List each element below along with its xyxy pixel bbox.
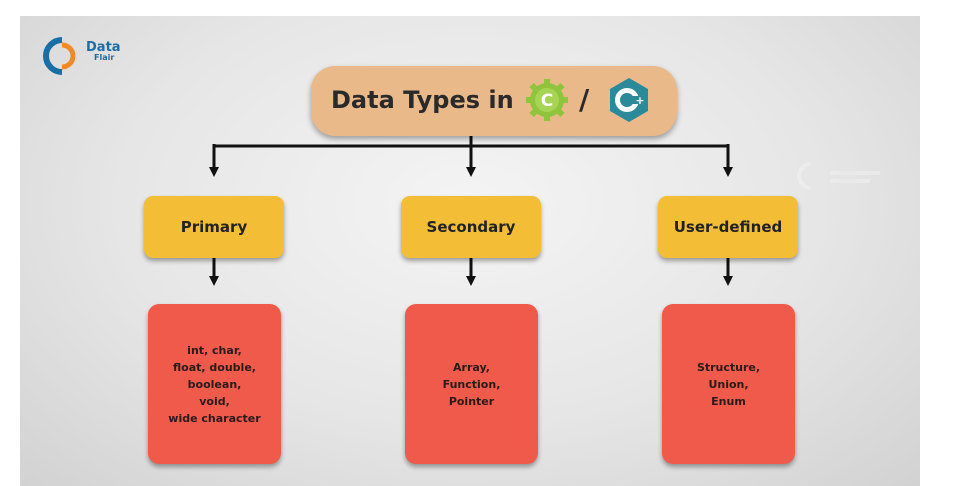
- primary-type-item: float, double,: [173, 360, 256, 374]
- connector-lines: [209, 136, 733, 286]
- secondary-type-item: Array,: [453, 360, 490, 374]
- user-defined-type-item: Structure,: [696, 360, 761, 374]
- title-text: Data Types in: [331, 86, 514, 114]
- user-defined-types-box: Structure, Union, Enum: [662, 304, 795, 464]
- category-secondary: Secondary: [401, 196, 541, 258]
- title-box: Data Types in C / + C+: [311, 66, 677, 136]
- logo-line2: Flair: [94, 53, 115, 62]
- dataflair-logo: Data Flair: [42, 36, 142, 76]
- secondary-type-item: Pointer: [448, 394, 495, 408]
- svg-text:+: +: [635, 94, 644, 107]
- category-user-defined: User-defined: [658, 196, 798, 258]
- watermark-logo-icon: [797, 162, 880, 190]
- c-language-icon: C: [526, 79, 568, 121]
- user-defined-type-item: Union,: [708, 377, 749, 391]
- cpp-language-icon: + C+: [610, 78, 648, 124]
- secondary-types-box: Array, Function, Pointer: [405, 304, 538, 464]
- user-defined-type-item: Enum: [711, 394, 746, 408]
- logo-line1: Data: [86, 40, 121, 55]
- primary-type-item: void,: [199, 394, 230, 408]
- primary-type-item: int, char,: [187, 343, 242, 357]
- cpp-badge-label: C+: [629, 122, 631, 124]
- title-separator: /: [579, 83, 590, 116]
- primary-type-item: boolean,: [187, 377, 242, 391]
- logo-mark-icon: [43, 37, 76, 75]
- logo-text: Data Flair: [86, 41, 121, 62]
- primary-types-box: int, char, float, double, boolean, void,…: [148, 304, 281, 464]
- secondary-type-item: Function,: [442, 377, 501, 391]
- diagram-canvas: Data Flair Data Types in: [20, 16, 920, 486]
- c-badge-label: C: [541, 91, 553, 111]
- primary-type-item: wide character: [168, 411, 261, 425]
- category-primary: Primary: [144, 196, 284, 258]
